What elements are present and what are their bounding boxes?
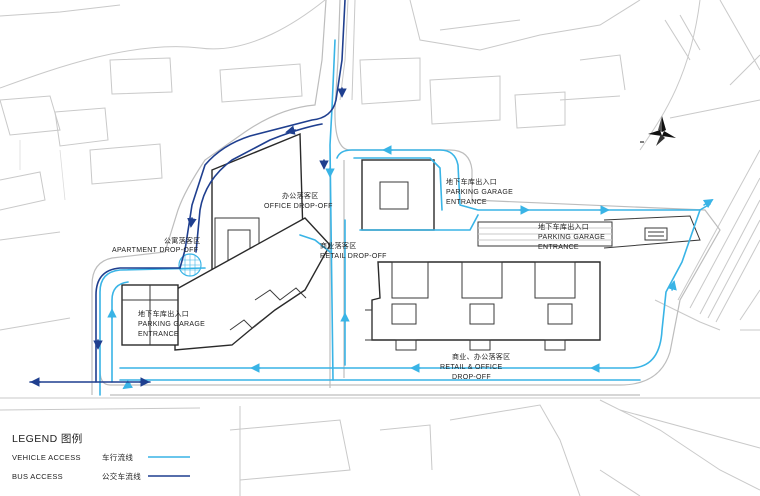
retail-office-cn: 商业、办公落客区 [452,352,510,361]
apartment-dropoff-cn: 公寓落客区 [164,236,201,245]
apartment-podium [174,217,331,351]
legend: LEGEND 图例 VEHICLE ACCESS 车行流线 BUS ACCESS… [12,432,190,481]
retail-dropoff-en: RETAIL DROP-OFF [320,253,387,260]
legend-vehicle-cn: 车行流线 [102,452,133,462]
parking-ne-en2: ENTRANCE [446,199,487,206]
site-boundary [91,0,721,396]
parking-w-en1: PARKING GARAGE [138,321,205,328]
retail-office-en2: DROP-OFF [452,374,491,381]
parking-w-cn: 地下车库出入口 [138,309,189,318]
parking-w-en2: ENTRANCE [138,331,179,338]
vehicle-access-routes [99,39,714,396]
parking-e-en1: PARKING GARAGE [538,234,605,241]
office-dropoff-cn: 办公落客区 [282,191,319,200]
plan-labels: 办公落客区 OFFICE DROP-OFF 公寓落客区 APARTMENT DR… [112,177,605,381]
legend-bus-en: BUS ACCESS [12,472,63,481]
legend-vehicle-en: VEHICLE ACCESS [12,453,81,462]
retail-office-block [371,261,601,341]
apartment-dropoff-en: APARTMENT DROP-OFF [112,247,198,254]
northeast-core [379,181,409,210]
office-dropoff-en: OFFICE DROP-OFF [264,203,333,210]
northeast-tower [361,159,435,231]
bus-access-routes [29,0,347,387]
parking-e-cn: 地下车库出入口 [538,222,589,231]
legend-title: LEGEND 图例 [12,432,83,445]
north-arrow-icon [640,116,676,146]
parking-ne-cn: 地下车库出入口 [446,177,497,186]
buildings [121,132,701,351]
retail-office-en1: RETAIL & OFFICE [440,364,502,371]
parking-ne-en1: PARKING GARAGE [446,189,513,196]
parking-e-en2: ENTRANCE [538,244,579,251]
rail-structure [644,227,668,241]
retail-dropoff-cn: 商业落客区 [320,241,357,250]
legend-bus-cn: 公交车流线 [102,471,141,481]
